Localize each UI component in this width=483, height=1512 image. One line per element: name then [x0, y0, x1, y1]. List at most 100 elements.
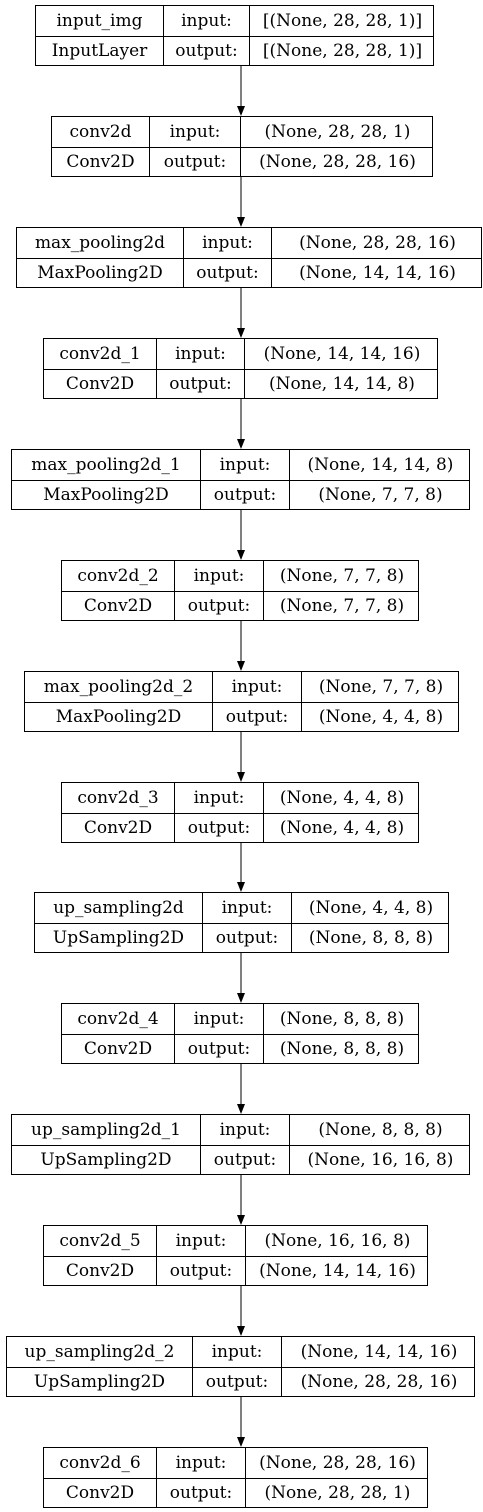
- output-shape: (None, 8, 8, 8): [263, 1035, 420, 1064]
- input-label: input:: [156, 1226, 245, 1256]
- layer-type: Conv2D: [65, 374, 135, 394]
- layer-name: input_img: [56, 10, 143, 31]
- input-label: input:: [174, 783, 263, 813]
- layer-type: Conv2D: [66, 152, 135, 172]
- output-label: output:: [174, 1035, 263, 1064]
- output-row: MaxPooling2D output:(None, 14, 14, 16): [17, 258, 481, 288]
- output-shape: (None, 28, 28, 16): [240, 148, 434, 177]
- output-label: output:: [156, 370, 244, 399]
- edge-arrow: [237, 510, 245, 560]
- edge-arrow: [237, 843, 245, 892]
- input-row: max_pooling2d_2 input:(None, 7, 7, 8): [25, 672, 458, 702]
- layer-name: conv2d_5: [59, 1230, 141, 1251]
- output-label: output:: [174, 814, 263, 843]
- output-label: output:: [212, 703, 301, 732]
- output-shape: (None, 8, 8, 8): [291, 924, 450, 953]
- input-shape: (None, 14, 14, 16): [244, 339, 439, 369]
- input-label: input:: [156, 1448, 245, 1478]
- input-label: input:: [192, 1337, 281, 1367]
- layer-name: up_sampling2d_1: [31, 1119, 181, 1140]
- edge-arrow: [237, 732, 245, 782]
- input-label: input:: [163, 6, 249, 36]
- input-row: up_sampling2d_1 input:(None, 8, 8, 8): [12, 1115, 469, 1145]
- input-label: input:: [156, 339, 244, 369]
- output-shape: (None, 4, 4, 8): [263, 814, 420, 843]
- output-label: output:: [183, 259, 271, 288]
- output-label: output:: [149, 148, 240, 177]
- layer-name: max_pooling2d_1: [31, 454, 181, 475]
- edge-arrow: [237, 177, 245, 227]
- layer-name: conv2d: [69, 121, 132, 142]
- input-shape: [(None, 28, 28, 1)]: [249, 6, 435, 36]
- edge-arrow: [237, 1064, 245, 1114]
- layer-name: conv2d_1: [59, 343, 141, 364]
- layer-node-input-img: input_img input:[(None, 28, 28, 1)]InputL…: [35, 5, 434, 66]
- layer-type: MaxPooling2D: [37, 263, 163, 283]
- input-shape: (None, 4, 4, 8): [291, 893, 450, 923]
- layer-name: conv2d_6: [59, 1452, 141, 1473]
- input-shape: (None, 4, 4, 8): [263, 783, 420, 813]
- output-shape: (None, 14, 14, 8): [244, 370, 439, 399]
- layer-type: UpSampling2D: [40, 1150, 172, 1170]
- input-shape: (None, 7, 7, 8): [301, 672, 460, 702]
- output-label: output:: [156, 1479, 245, 1508]
- layer-name: conv2d_2: [77, 565, 159, 586]
- layer-type: UpSampling2D: [52, 928, 185, 948]
- input-shape: (None, 7, 7, 8): [263, 561, 420, 591]
- output-row: Conv2D output:(None, 28, 28, 16): [52, 147, 432, 177]
- output-label: output:: [163, 37, 249, 66]
- input-shape: (None, 28, 28, 16): [245, 1448, 429, 1478]
- output-shape: (None, 7, 7, 8): [289, 481, 471, 510]
- input-shape: (None, 14, 14, 16): [281, 1337, 476, 1367]
- output-shape: (None, 7, 7, 8): [263, 592, 420, 621]
- layer-name: up_sampling2d: [53, 897, 184, 918]
- input-row: conv2d_2 input:(None, 7, 7, 8): [62, 561, 418, 591]
- layer-name: up_sampling2d_2: [24, 1341, 175, 1362]
- input-label: input:: [174, 1004, 263, 1034]
- output-label: output:: [192, 1368, 281, 1397]
- edge-arrow: [237, 621, 245, 671]
- output-shape: (None, 4, 4, 8): [301, 703, 460, 732]
- input-row: up_sampling2d_2 input:(None, 14, 14, 16): [7, 1337, 474, 1367]
- input-shape: (None, 16, 16, 8): [245, 1226, 429, 1256]
- edge-arrow: [237, 953, 245, 1003]
- layer-type: MaxPooling2D: [43, 485, 169, 505]
- output-row: Conv2D output:(None, 4, 4, 8): [62, 813, 418, 843]
- input-shape: (None, 8, 8, 8): [289, 1115, 471, 1145]
- input-shape: (None, 28, 28, 1): [240, 117, 434, 147]
- layer-type: UpSampling2D: [33, 1372, 166, 1392]
- input-label: input:: [174, 561, 263, 591]
- output-shape: (None, 28, 28, 1): [245, 1479, 429, 1508]
- layer-type: Conv2D: [83, 818, 153, 838]
- layer-name: max_pooling2d_2: [43, 676, 194, 697]
- output-label: output:: [200, 1146, 289, 1175]
- input-label: input:: [200, 1115, 289, 1145]
- output-shape: (None, 14, 14, 16): [271, 259, 483, 288]
- layer-node-conv2d-1: conv2d_1 input:(None, 14, 14, 16) Conv2D ou…: [43, 338, 438, 399]
- layer-name: conv2d_4: [77, 1008, 159, 1029]
- output-label: output:: [156, 1257, 245, 1286]
- input-label: input:: [212, 672, 301, 702]
- input-shape: (None, 28, 28, 16): [271, 228, 483, 258]
- layer-type: Conv2D: [83, 1039, 153, 1059]
- layer-node-conv2d-4: conv2d_4 input:(None, 8, 8, 8) Conv2D outpu…: [61, 1003, 419, 1064]
- input-label: input:: [183, 228, 271, 258]
